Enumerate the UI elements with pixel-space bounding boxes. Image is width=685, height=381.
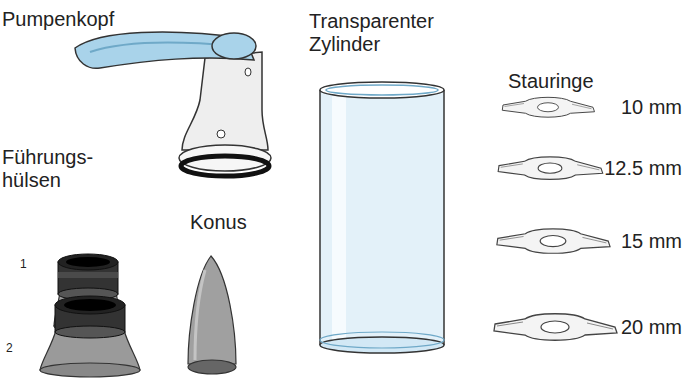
part-name: Konus bbox=[190, 211, 270, 234]
transparent-cylinder bbox=[320, 82, 444, 353]
retaining-rings bbox=[494, 97, 617, 340]
part-name: Transparenter Zylinder bbox=[309, 10, 459, 56]
part-name: Führungs- hülsen bbox=[2, 146, 112, 192]
dimension: 12.5 mm bbox=[582, 157, 682, 180]
callout-number: 1 bbox=[20, 258, 40, 272]
dimension: 20 mm bbox=[582, 316, 682, 339]
callout-number: 2 bbox=[6, 342, 26, 356]
cone bbox=[188, 256, 236, 374]
part-name: Stauringe bbox=[508, 70, 628, 93]
guide-sleeve-2 bbox=[40, 296, 140, 377]
dimension: 10 mm bbox=[582, 96, 682, 119]
dimension: 15 mm bbox=[582, 230, 682, 253]
pump-head bbox=[75, 32, 271, 176]
part-name: Pumpenkopf bbox=[2, 8, 162, 31]
